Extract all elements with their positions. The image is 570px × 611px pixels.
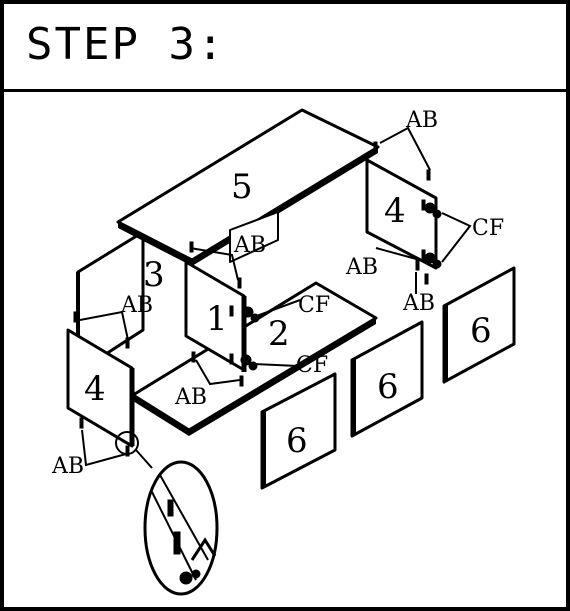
part-number-6-front: 6 <box>286 421 308 461</box>
bottom-panel <box>131 281 378 436</box>
part-number-6-right: 6 <box>470 311 492 351</box>
label-ab-mid-top: AB <box>233 233 266 258</box>
header-divider <box>4 89 570 92</box>
door-panel-middle <box>350 320 424 438</box>
label-ab-bottom-mid: AB <box>174 385 207 410</box>
part-number-5: 5 <box>231 167 253 207</box>
label-ab-left-mid: AB <box>120 293 153 318</box>
label-cf-right: CF <box>472 216 504 241</box>
step-title: STEP 3: <box>26 19 226 70</box>
label-cf-mid-top: CF <box>298 293 330 318</box>
leader-lines <box>79 126 472 469</box>
label-ab-bottom-left: AB <box>51 454 84 479</box>
label-cf-mid-bottom: CF <box>296 353 328 378</box>
part-number-6-middle: 6 <box>377 367 399 407</box>
part-number-4-left: 4 <box>84 369 106 409</box>
door-panel-right <box>442 266 516 384</box>
part-number-4-right: 4 <box>384 191 406 231</box>
hardware-fittings <box>73 141 442 457</box>
part-number-2: 2 <box>268 314 290 354</box>
label-ab-top-right: AB <box>405 108 438 133</box>
part-number-1: 1 <box>206 299 228 339</box>
label-ab-right-bottom: AB <box>402 291 435 316</box>
part-number-3: 3 <box>143 255 165 295</box>
top-panel <box>116 108 380 266</box>
label-ab-right-left: AB <box>345 255 378 280</box>
detail-magnifier <box>143 460 219 596</box>
door-panel-front <box>260 372 337 490</box>
